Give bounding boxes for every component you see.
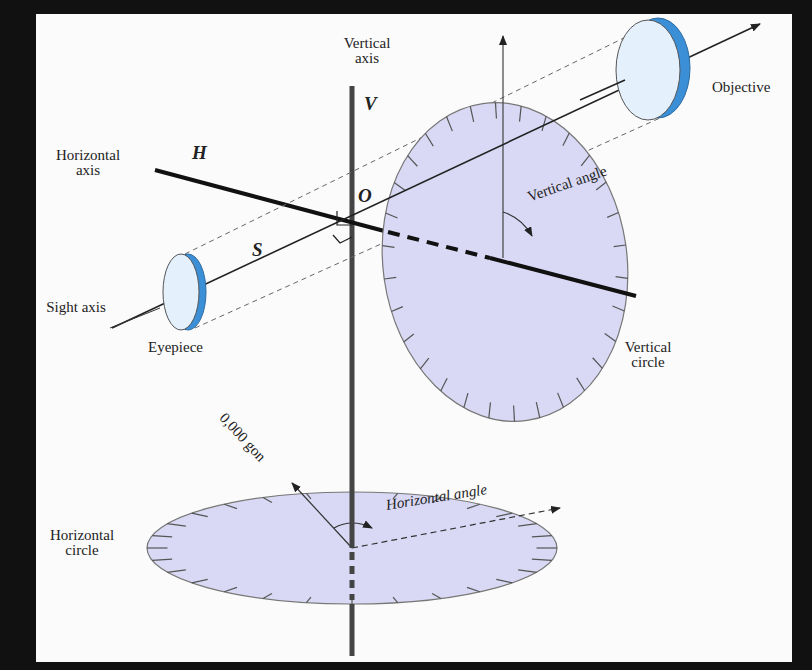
scale-tick — [561, 133, 571, 146]
vertical-angle-arc — [503, 212, 532, 236]
scale-tick — [517, 106, 523, 122]
scale-tick — [306, 493, 311, 498]
scale-tick — [192, 513, 208, 516]
scale-tick — [432, 593, 441, 598]
scale-tick — [532, 536, 552, 537]
sight-axis-line — [580, 80, 625, 100]
axis-label: Sight axis — [44, 300, 108, 315]
vertical-axis-line — [350, 86, 355, 548]
leader-line — [110, 308, 160, 328]
horizontal-axis-hidden — [388, 232, 490, 258]
scale-tick — [403, 334, 415, 342]
eyepiece-lens — [163, 254, 199, 330]
scale-tick — [595, 182, 607, 190]
scale-tick — [558, 392, 564, 408]
origin-symbol: O — [358, 186, 382, 205]
scale-tick — [439, 378, 449, 391]
scale-tick — [467, 587, 480, 591]
scale-tick — [386, 212, 398, 220]
scale-tick — [580, 155, 591, 166]
scale-tick — [496, 579, 512, 582]
scale-tick — [419, 358, 430, 369]
scale-tick — [446, 116, 452, 132]
scale-tick — [306, 597, 311, 602]
paper-ground — [36, 14, 792, 662]
scale-tick — [462, 393, 470, 408]
scale-tick — [593, 357, 603, 370]
scale-tick — [512, 405, 515, 421]
scale-ticks — [362, 87, 648, 436]
scale-tick — [167, 570, 185, 572]
axis-symbol: H — [192, 143, 216, 162]
scale-tick — [425, 132, 433, 147]
part-label: Vertical circle — [608, 340, 688, 370]
scale-tick — [224, 587, 237, 591]
right-angle-mark — [337, 211, 352, 225]
zenith-arrow — [502, 36, 503, 258]
axis-label: Vertical axis — [330, 36, 404, 66]
objective-lens — [616, 20, 680, 120]
part-label: Objective — [712, 80, 792, 95]
scale-tick — [487, 402, 493, 418]
zero-direction-arrow — [292, 483, 352, 548]
scale-tick — [577, 377, 585, 392]
scale-tick — [167, 524, 185, 526]
scale-tick — [393, 597, 398, 602]
scale-tick — [224, 504, 237, 508]
horizontal-axis-line — [490, 258, 636, 296]
scale-tick — [518, 524, 536, 526]
scale-tick — [394, 181, 405, 192]
scale-tick — [605, 332, 616, 343]
scale-tick — [537, 547, 558, 548]
scale-tick — [496, 513, 512, 516]
part-label: Horizontal circle — [42, 528, 122, 558]
horizontal-axis-line — [155, 170, 388, 232]
axis-symbol: S — [252, 240, 276, 259]
scale-tick — [536, 402, 539, 418]
scale-tick — [152, 536, 172, 537]
axis-label: Horizontal axis — [42, 148, 134, 178]
right-angle-mark — [333, 235, 352, 243]
scale-tick — [263, 593, 272, 598]
scale-tick — [532, 559, 552, 560]
scale-tick — [382, 244, 394, 249]
scale-tick — [408, 154, 418, 167]
scale-tick — [612, 304, 624, 312]
part-label: Eyepiece — [148, 340, 228, 355]
scale-tick — [147, 547, 168, 548]
scale-tick — [152, 559, 172, 560]
vertical-axis-line — [350, 604, 355, 656]
scale-tick — [391, 307, 403, 312]
scale-tick — [616, 275, 628, 280]
scale-tick — [384, 277, 396, 279]
scale-tick — [192, 579, 208, 582]
scale-tick — [607, 212, 619, 217]
scale-tick — [518, 570, 536, 572]
axis-symbol: V — [364, 94, 388, 113]
horizontal-angle-arrow — [352, 508, 560, 548]
vertical-axis-hidden — [350, 552, 355, 600]
scale-tick — [263, 498, 272, 503]
scale-tick — [614, 245, 626, 247]
scale-tick — [494, 103, 497, 119]
vertical-circle — [362, 87, 648, 438]
scale-tick — [470, 106, 473, 122]
scale-tick — [467, 504, 480, 508]
